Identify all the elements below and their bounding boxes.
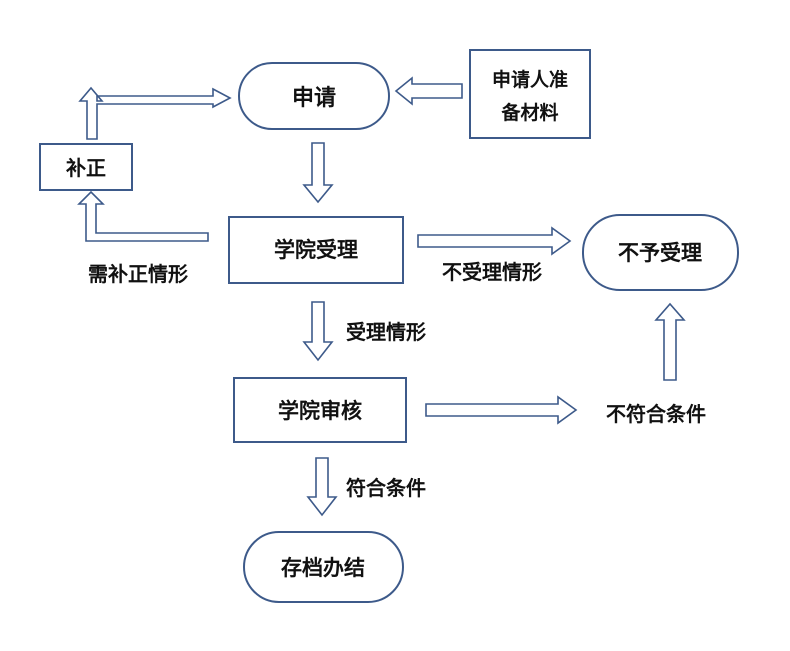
need-supplement-label: 需补正情形 bbox=[88, 262, 188, 286]
supplement-node bbox=[39, 143, 133, 191]
arrow-accept-to-review bbox=[302, 301, 334, 362]
apply-label: 申请 bbox=[292, 85, 336, 111]
accepted-label: 受理情形 bbox=[346, 320, 426, 344]
review-node bbox=[233, 377, 407, 443]
prepare-label-line2: 备材料 bbox=[500, 101, 558, 124]
arrow-accept-to-supplement bbox=[77, 190, 209, 242]
arrow-supplement-to-apply bbox=[78, 86, 232, 140]
arrow-apply-to-accept bbox=[302, 142, 334, 204]
prepare-materials-node bbox=[469, 49, 591, 139]
prepare-label-line1: 申请人准 bbox=[492, 68, 568, 91]
not-accepted-label: 不受理情形 bbox=[442, 260, 542, 284]
arrow-prepare-to-apply bbox=[394, 76, 463, 106]
reject-node bbox=[582, 214, 739, 291]
apply-node bbox=[238, 62, 390, 130]
review-label: 学院审核 bbox=[278, 399, 362, 423]
reject-label: 不予受理 bbox=[618, 241, 702, 265]
archive-node bbox=[243, 531, 404, 603]
arrow-review-to-not-qualified bbox=[425, 395, 578, 425]
accept-node bbox=[228, 216, 404, 284]
arrow-accept-to-reject bbox=[417, 226, 572, 256]
supplement-label: 补正 bbox=[65, 156, 106, 180]
arrow-review-to-archive bbox=[306, 457, 338, 517]
arrow-not-qualified-to-reject bbox=[654, 302, 686, 381]
qualified-label: 符合条件 bbox=[346, 476, 426, 500]
not-qualified-label: 不符合条件 bbox=[606, 402, 706, 426]
accept-label: 学院受理 bbox=[274, 238, 358, 262]
archive-label: 存档办结 bbox=[281, 556, 365, 580]
